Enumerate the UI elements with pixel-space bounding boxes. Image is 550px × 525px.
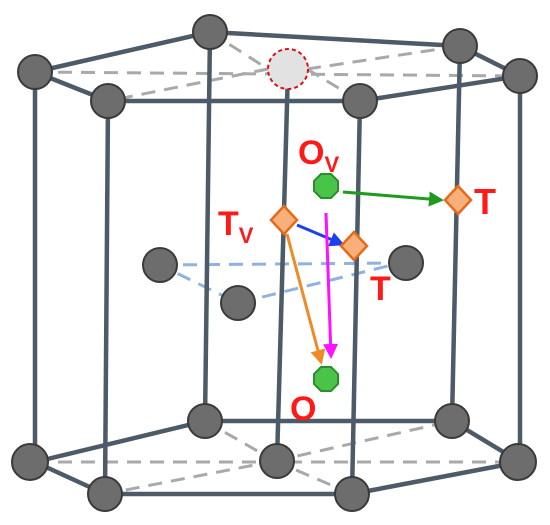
label-ov-main: O: [298, 134, 324, 172]
label-t-right: T: [474, 181, 496, 222]
arrow-ov-to-o: [323, 212, 339, 359]
atom-bottom-right: [499, 443, 537, 481]
label-tv: TV: [218, 205, 254, 248]
middle-layer-hidden-lines: [159, 261, 401, 305]
atom-top-back-right: [442, 28, 478, 64]
atom-top-front-left: [90, 83, 126, 119]
atom-middle-front: [220, 285, 256, 321]
atom-bottom-front-right: [334, 476, 370, 512]
arrow-tv-to-t: [296, 223, 345, 247]
atom-bottom-front-left: [87, 476, 123, 512]
atom-bottom-left: [11, 443, 49, 481]
diffusion-arrows: [285, 190, 444, 365]
tetrahedral-site-t-center: [339, 230, 369, 262]
label-t-center: T: [370, 270, 391, 308]
site-labels: OV TV T T O: [218, 134, 496, 428]
label-ov-sub: V: [324, 152, 339, 177]
atom-middle-right: [388, 245, 424, 281]
atom-bottom-back-right: [434, 403, 470, 439]
label-ov: OV: [298, 134, 339, 177]
atom-top-right: [502, 58, 538, 94]
arrow-ov-to-t: [342, 190, 444, 207]
atom-bottom-back-left: [187, 403, 223, 439]
vacancy-top-center: [267, 48, 309, 90]
octahedral-site-ov: [313, 173, 339, 199]
label-tv-main: T: [218, 205, 239, 243]
octahedral-site-o: [313, 366, 339, 392]
atom-top-left: [17, 54, 53, 90]
interstitial-sites: [269, 173, 473, 392]
tetrahedral-site-t-right: [443, 184, 473, 216]
tetrahedral-site-tv: [269, 204, 299, 236]
lattice-atoms: [11, 14, 538, 512]
label-tv-sub: V: [239, 223, 254, 248]
arrow-tv-to-o: [285, 233, 326, 365]
atom-bottom-center: [259, 443, 295, 479]
atom-middle-left: [142, 247, 178, 283]
atom-top-back-left: [192, 14, 228, 50]
atom-top-front-right: [342, 83, 378, 119]
label-o-bottom: O: [290, 390, 316, 428]
